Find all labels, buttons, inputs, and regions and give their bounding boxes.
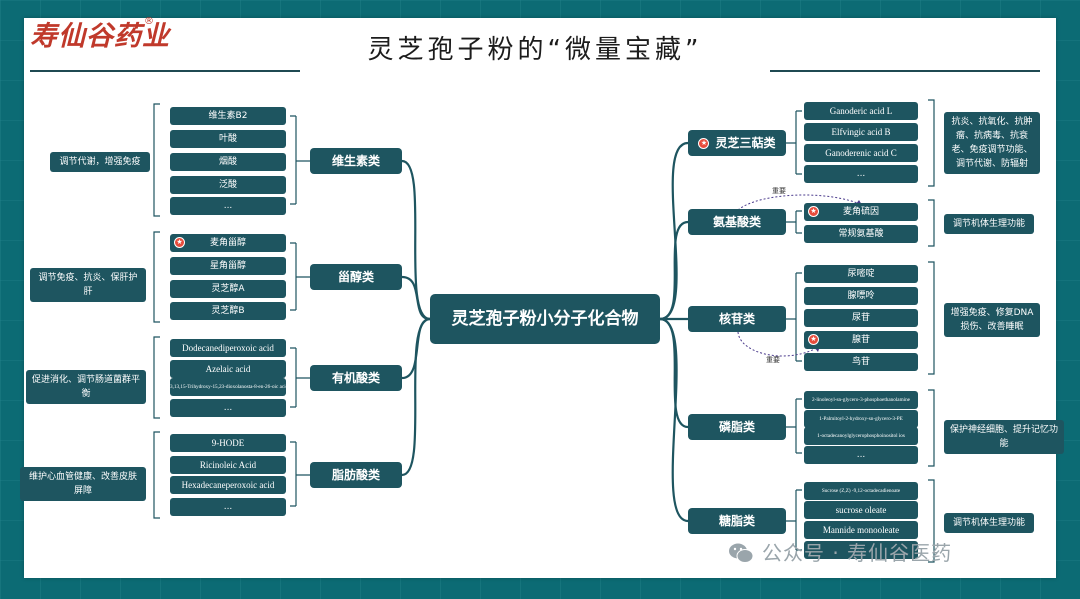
connector-center-glycolipids [659,317,689,523]
category-nucleosides: 核苷类 [688,306,786,332]
connector-center-amino-acids [659,220,689,321]
note-bracket-phospholipids [928,389,935,467]
leaf-ergothioneine: ★ 麦角硫因 [804,203,918,221]
important-arrow-amino [737,194,863,211]
wechat-watermark: 公众号 · 寿仙谷医药 [728,538,952,568]
leaf-linoleoyl-pe: 2-linoleoyl-sn-glycero-3-phosphoethanola… [804,391,918,409]
note-organic-acids: 促进消化、调节肠道菌群平衡 [26,370,146,404]
note-bracket-nucleosides [928,261,935,375]
bracket-glycolipids [786,489,802,551]
note-nucleosides: 增强免疫、修复DNA损伤、改善睡眠 [944,303,1040,337]
leaf-azelaic-acid: Azelaic acid [170,360,286,378]
leaf-sterol-2: 星角甾醇 [170,257,286,275]
leaf-adenine: 腺嘌呤 [804,287,918,305]
leaf-uracil: 尿嘧啶 [804,265,918,283]
star-icon: ★ [808,334,819,345]
leaf-trihydroxy-acid: 3,13,15-Trihydroxy-15,23-dioxolanosta-8-… [170,378,286,396]
note-phospholipids: 保护神经细胞、提升记忆功能 [944,420,1064,454]
bracket-vitamins [290,115,310,205]
note-triterpenes: 抗炎、抗氧化、抗肿瘤、抗病毒、抗衰老、免疫调节功能、调节代谢、防辐射 [944,112,1040,174]
leaf-ergothioneine-label: 麦角硫因 [842,207,879,217]
leaf-mannide-monooleate: Mannide monooleate [804,521,918,539]
category-vitamins: 维生素类 [310,148,402,174]
leaf-glycolipids-more: ... [804,541,918,559]
bracket-nucleosides [786,272,802,362]
leaf-ganodermanol-a: 灵芝醇A [170,280,286,298]
note-bracket-triterpenes [928,99,935,187]
page-title: 灵芝孢子粉的“微量宝藏” [367,35,703,65]
connector-center-vitamins [401,159,431,321]
brand-logo: 寿仙谷药业 [30,21,170,52]
center-node: 灵芝孢子粉小分子化合物 [430,294,660,344]
leaf-folic-acid: 叶酸 [170,130,286,148]
watermark-text: 公众号 · 寿仙谷医药 [762,541,953,565]
connector-center-sterols [401,275,431,321]
star-icon: ★ [808,206,819,217]
leaf-sucrose-oleate: sucrose oleate [804,501,918,519]
leaf-pantothenic-acid: 泛酸 [170,176,286,194]
leaf-vitamins-more: ... [170,197,286,215]
leaf-fatty-acids-more: ... [170,498,286,516]
note-glycolipids: 调节机体生理功能 [944,513,1034,533]
category-triterpenes: ★ 灵芝三萜类 [688,130,786,156]
registered-mark: ® [144,16,154,27]
note-amino-acids: 调节机体生理功能 [944,214,1034,234]
wechat-icon [729,543,754,563]
bracket-sterols [290,242,310,311]
important-tag-nucleoside: 重要 [766,356,780,364]
category-sterols: 甾醇类 [310,264,402,290]
star-icon: ★ [698,138,710,149]
leaf-ergosterol-label: 麦角甾醇 [209,238,246,248]
leaf-octadecanoyl-pi: 1-octadecanoylglycerophosphoinositol ios [804,427,918,445]
leaf-ricinoleic-acid: Ricinoleic Acid [170,456,286,474]
important-arrow-nucleoside [737,331,821,357]
leaf-ganoderic-acid-l: Ganoderic acid L [804,102,918,120]
note-fatty-acids: 维护心血管健康、改善皮肤屏障 [20,467,146,501]
bracket-triterpenes [786,110,802,175]
bracket-fatty-acids [290,441,310,507]
note-bracket-amino-acids [928,199,935,247]
title-rule-left [30,70,300,72]
category-amino-acids: 氨基酸类 [688,209,786,235]
category-glycolipids: 糖脂类 [688,508,786,534]
leaf-ergosterol: ★ 麦角甾醇 [170,234,286,252]
bracket-phospholipids [786,398,802,454]
title-rule-right [770,70,1040,72]
leaf-niacin: 烟酸 [170,153,286,171]
important-tag-amino: 重要 [772,187,786,195]
bracket-amino-acids [786,210,802,234]
note-vitamins: 调节代谢，增强免疫 [50,152,150,172]
bracket-organic-acids [290,347,310,408]
leaf-common-amino-acids: 常规氨基酸 [804,225,918,243]
note-bracket-sterols [153,231,160,323]
leaf-hexadecaneperoxoic-acid: Hexadecaneperoxoic acid [170,476,286,494]
leaf-9-hode: 9-HODE [170,434,286,452]
leaf-ganodermanol-b: 灵芝醇B [170,302,286,320]
leaf-guanosine: 鸟苷 [804,353,918,371]
note-bracket-vitamins [153,103,160,217]
leaf-ganoderenic-acid-c: Ganoderenic acid C [804,144,918,162]
leaf-phospholipids-more: ... [804,446,918,464]
leaf-sucrose-octadecadienoate: Sucrose (Z,Z) -9,12-octadecadienoate [804,482,918,500]
category-phospholipids: 磷脂类 [688,414,786,440]
category-triterpenes-label: 灵芝三萜类 [715,136,776,150]
leaf-elfvingic-acid-b: Elfvingic acid B [804,123,918,141]
note-bracket-fatty-acids [153,431,160,519]
leaf-dodecanediperoxoic-acid: Dodecanediperoxoic acid [170,339,286,357]
leaf-triterpenes-more: ... [804,165,918,183]
leaf-vitamin-b2: 维生素B2 [170,107,286,125]
star-icon: ★ [174,237,185,248]
leaf-adenosine: ★ 腺苷 [804,331,918,349]
leaf-organic-acids-more: ... [170,399,286,417]
connector-center-fatty-acids [401,317,431,477]
leaf-adenosine-label: 腺苷 [851,335,870,345]
category-organic-acids: 有机酸类 [310,365,402,391]
leaf-uridine: 尿苷 [804,309,918,327]
note-bracket-organic-acids [153,336,160,419]
leaf-palmitoyl-pe: 1-Palmitoyl-2-hydroxy-sn-glycero-3-PE [804,410,918,428]
note-sterols: 调节免疫、抗炎、保肝护肝 [30,268,146,302]
note-bracket-glycolipids [928,479,935,563]
category-fatty-acids: 脂肪酸类 [310,462,402,488]
